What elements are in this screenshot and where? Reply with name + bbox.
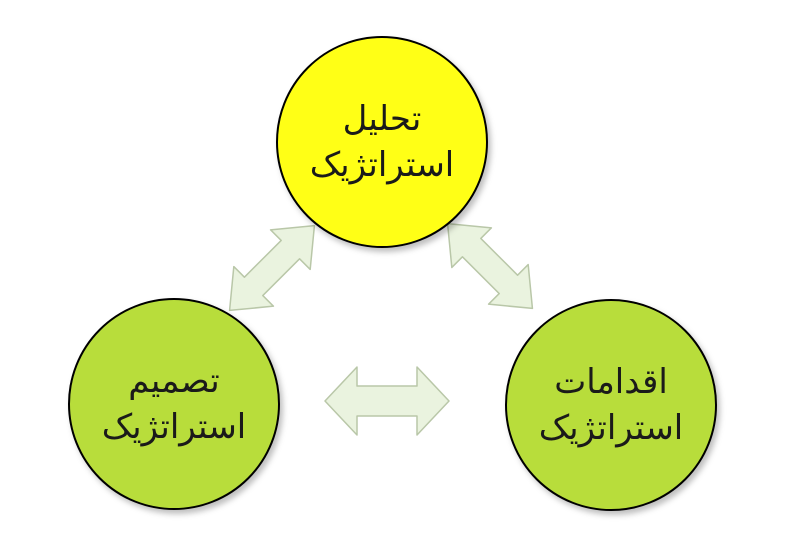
node-label-analysis: تحلیل استراتژیک: [277, 96, 487, 188]
node-circle-analysis: [276, 36, 488, 248]
node-label-actions-line2: استراتژیک: [538, 408, 684, 448]
node-label-decision-line2: استراتژیک: [101, 407, 247, 447]
node-label-actions: اقدامات استراتژیک: [506, 359, 716, 451]
node-circle-actions: [505, 299, 717, 511]
node-label-actions-line1: اقدامات: [554, 362, 668, 402]
node-label-analysis-line1: تحلیل: [342, 99, 422, 139]
double-arrow-decision-actions: [324, 366, 450, 436]
double-arrow-analysis-actions: [446, 222, 534, 310]
node-label-decision: تصمیم استراتژیک: [69, 358, 279, 450]
node-circle-decision: [68, 298, 280, 510]
node-label-analysis-line2: استراتژیک: [309, 145, 455, 185]
double-arrow-analysis-decision: [228, 224, 316, 312]
node-label-decision-line1: تصمیم: [128, 361, 220, 401]
